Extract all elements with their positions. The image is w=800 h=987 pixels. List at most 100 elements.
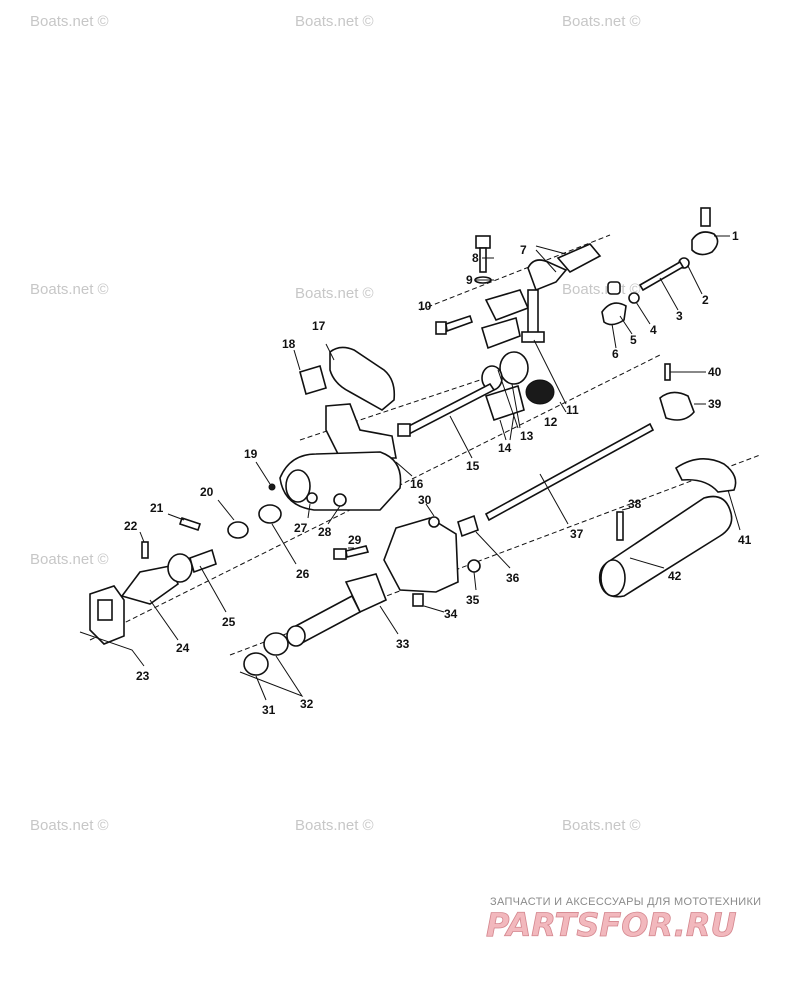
callout-12: 12: [544, 415, 558, 429]
part-15-end: [397, 423, 411, 437]
callout-18: 18: [282, 337, 296, 351]
leader-line: [687, 265, 703, 295]
part-26-ring: [258, 504, 282, 524]
leader-line: [449, 415, 473, 459]
linkage-assembly: [527, 207, 719, 326]
part-clamp: [481, 316, 521, 350]
alignment-line: [419, 234, 611, 311]
brand-tagline: ЗАПЧАСТИ И АКСЕССУАРЫ ДЛЯ МОТОТЕХНИКИ: [490, 896, 761, 908]
callout-41: 41: [738, 533, 752, 547]
part-33-housing: [383, 517, 459, 593]
callout-42: 42: [668, 569, 682, 583]
callout-35: 35: [466, 593, 480, 607]
part-6-cap: [607, 281, 621, 295]
leader-line: [325, 343, 335, 361]
part-7-lever: [556, 243, 602, 274]
watermark: Boats.net ©: [295, 13, 374, 30]
watermark: Boats.net ©: [562, 13, 641, 30]
callout-20: 20: [200, 485, 214, 499]
leader-line: [621, 507, 631, 511]
sleeve-group: [598, 458, 737, 598]
leader-line: [239, 655, 304, 701]
callout-7: 7: [520, 243, 527, 257]
leader-line: [727, 489, 741, 531]
leader-line: [473, 571, 477, 591]
part-8-bolt-shank: [479, 247, 487, 273]
callout-31: 31: [262, 703, 276, 717]
tube-housing-group: [243, 514, 481, 676]
callout-36: 36: [506, 571, 520, 585]
part-27-washer: [306, 492, 318, 504]
part-15-shaft: [403, 382, 496, 436]
part-4-nut: [628, 292, 640, 304]
callout-23: 23: [136, 669, 150, 683]
coupling-group: [89, 516, 249, 645]
part-35-screw: [467, 559, 481, 573]
part-31-ring: [243, 652, 269, 676]
callout-2: 2: [702, 293, 709, 307]
part-13-sleeve: [499, 351, 529, 385]
callout-9: 9: [466, 273, 473, 287]
callout-6: 6: [612, 347, 619, 361]
leader-line: [475, 531, 511, 569]
leader-line: [149, 599, 179, 641]
callout-8: 8: [472, 251, 479, 265]
callout-39: 39: [708, 397, 722, 411]
part-12-gear: [525, 379, 555, 405]
watermark: Boats.net ©: [295, 285, 374, 302]
part-29-bolt-head: [333, 548, 347, 560]
part-upper-clamp: [484, 289, 530, 322]
callout-15: 15: [466, 459, 480, 473]
leader-line: [559, 401, 567, 413]
callout-27: 27: [294, 521, 308, 535]
part-1-bolt: [700, 207, 711, 227]
leader-line: [327, 505, 341, 525]
part-8-bolt-head: [475, 235, 491, 249]
callout-3: 3: [676, 309, 683, 323]
bolts: [435, 235, 492, 335]
callout-32: 32: [300, 697, 314, 711]
part-38-pin: [616, 511, 624, 541]
watermark: Boats.net ©: [30, 281, 109, 298]
leader-line: [167, 513, 185, 521]
part-36-bushing: [457, 514, 479, 538]
watermark: Boats.net ©: [30, 817, 109, 834]
callout-25: 25: [222, 615, 236, 629]
part-21-pin: [178, 516, 202, 532]
callout-14: 14: [498, 441, 512, 455]
part-32-ring: [263, 632, 289, 656]
leader-line: [619, 315, 633, 335]
part-33-tube-end: [286, 625, 306, 647]
callout-26: 26: [296, 567, 310, 581]
part-28-nut: [333, 493, 347, 507]
part-29-bolt: [345, 545, 370, 558]
callout-38: 38: [628, 497, 642, 511]
callout-17: 17: [312, 319, 326, 333]
callout-28: 28: [318, 525, 332, 539]
part-17-bracket: [329, 346, 396, 411]
watermark: Boats.net ©: [295, 817, 374, 834]
leader-line: [499, 413, 515, 441]
leader-line: [635, 301, 651, 325]
part-10-bolt-shank: [445, 314, 474, 333]
part-42-sleeve: [598, 495, 733, 598]
part-42-sleeve-end: [600, 559, 626, 597]
part-41-cover: [674, 458, 737, 493]
part-18-clip: [299, 364, 327, 396]
part-11-collar: [521, 331, 545, 343]
callout-21: 21: [150, 501, 164, 515]
leader-line: [293, 349, 301, 371]
leader-line: [379, 605, 399, 635]
part-22-pin: [141, 541, 149, 559]
leader-line: [611, 323, 617, 349]
part-23-face: [97, 599, 113, 621]
callout-22: 22: [124, 519, 138, 533]
part-39-collar: [659, 391, 695, 421]
watermark: Boats.net ©: [562, 817, 641, 834]
callout-37: 37: [570, 527, 584, 541]
callout-33: 33: [396, 637, 410, 651]
callout-40: 40: [708, 365, 722, 379]
callout-24: 24: [176, 641, 190, 655]
